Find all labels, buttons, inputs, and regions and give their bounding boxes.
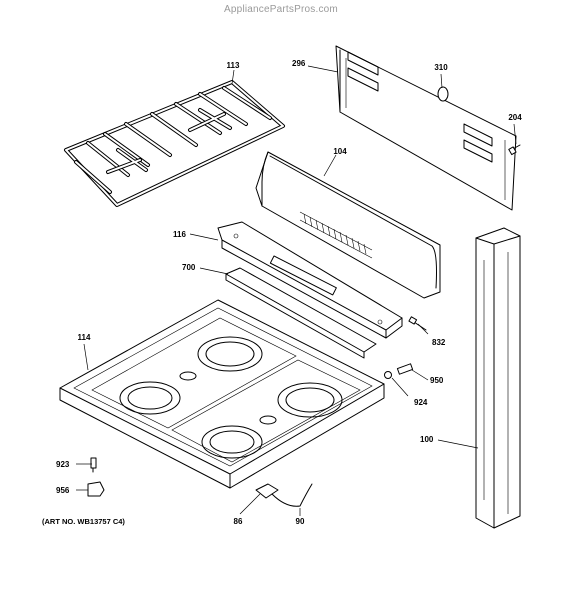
screw-832-drawing <box>408 316 427 331</box>
watermark-text: AppliancePartsPros.com <box>224 4 338 15</box>
washer-924-drawing <box>384 371 392 379</box>
part-label-950: 950 <box>430 376 444 385</box>
side-trim-drawing <box>475 227 521 529</box>
part-label-204: 204 <box>508 113 522 122</box>
part-label-956: 956 <box>56 486 70 495</box>
part-label-832: 832 <box>432 338 446 347</box>
clip-956-drawing <box>87 481 105 497</box>
part-label-296: 296 <box>292 59 306 68</box>
part-label-310: 310 <box>434 63 448 72</box>
spark-electrode-drawing <box>90 457 97 473</box>
cooktop-drawing <box>59 299 385 489</box>
support-bracket-drawing <box>225 267 377 359</box>
control-panel-drawing <box>255 151 441 299</box>
part-label-924: 924 <box>414 398 428 407</box>
manifold-bracket-drawing <box>217 221 403 339</box>
part-label-116: 116 <box>173 230 186 239</box>
back-panel-drawing <box>335 45 517 211</box>
orifice-950-drawing <box>396 363 414 375</box>
art-number: (ART NO. WB13757 C4) <box>42 517 125 526</box>
part-label-114: 114 <box>78 333 91 342</box>
burner-grate-drawing <box>64 80 285 207</box>
part-label-104: 104 <box>333 147 347 156</box>
screw-204-drawing <box>508 144 521 156</box>
part-label-113: 113 <box>227 61 240 70</box>
part-label-86: 86 <box>234 517 243 526</box>
igniter-and-wire-drawing <box>255 483 313 507</box>
grommet-drawing <box>437 86 449 102</box>
leader-lines <box>76 65 517 516</box>
part-label-923: 923 <box>56 460 70 469</box>
part-label-90: 90 <box>296 517 305 526</box>
part-label-700: 700 <box>182 263 196 272</box>
part-label-100: 100 <box>420 435 434 444</box>
